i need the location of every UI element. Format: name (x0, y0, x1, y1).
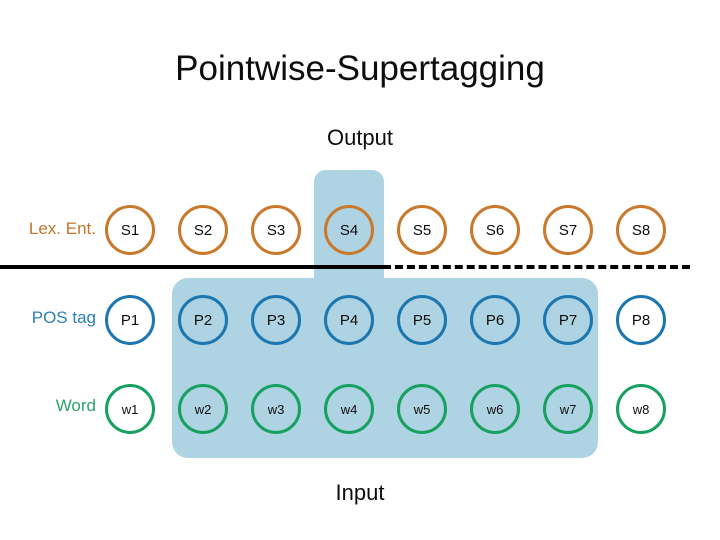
node-label: w7 (559, 401, 577, 417)
node-w7[interactable]: w7 (543, 384, 593, 434)
node-label: S2 (193, 221, 213, 239)
node-label: S1 (120, 221, 140, 239)
node-s2[interactable]: S2 (178, 205, 228, 255)
output-label: Output (326, 125, 394, 150)
input-label: Input (335, 480, 385, 505)
node-label: S7 (558, 221, 578, 239)
row-label-pos-tag: POS tag (31, 308, 96, 327)
node-label: w3 (267, 401, 285, 417)
divider-line-dashed (383, 265, 690, 269)
node-p3[interactable]: P3 (251, 295, 301, 345)
node-label: w6 (486, 401, 504, 417)
node-w2[interactable]: w2 (178, 384, 228, 434)
node-label: w2 (194, 401, 212, 417)
node-w1[interactable]: w1 (105, 384, 155, 434)
row-label-word: Word (55, 396, 96, 415)
node-label: P3 (266, 311, 286, 329)
node-label: w8 (632, 401, 650, 417)
input-context-highlight (172, 278, 598, 458)
node-label: S8 (631, 221, 651, 239)
node-p1[interactable]: P1 (105, 295, 155, 345)
node-label: P2 (193, 311, 213, 329)
node-label: P7 (558, 311, 578, 329)
node-label: S5 (412, 221, 432, 239)
node-label: w4 (340, 401, 358, 417)
node-s6[interactable]: S6 (470, 205, 520, 255)
node-label: P4 (339, 311, 359, 329)
node-p5[interactable]: P5 (397, 295, 447, 345)
node-p2[interactable]: P2 (178, 295, 228, 345)
node-s8[interactable]: S8 (616, 205, 666, 255)
node-w6[interactable]: w6 (470, 384, 520, 434)
node-s4[interactable]: S4 (324, 205, 374, 255)
node-p6[interactable]: P6 (470, 295, 520, 345)
node-label: w1 (121, 401, 139, 417)
node-label: S3 (266, 221, 286, 239)
node-label: P8 (631, 311, 651, 329)
node-p4[interactable]: P4 (324, 295, 374, 345)
node-s5[interactable]: S5 (397, 205, 447, 255)
node-p8[interactable]: P8 (616, 295, 666, 345)
node-p7[interactable]: P7 (543, 295, 593, 345)
row-label-lex-ent: Lex. Ent. (28, 219, 96, 238)
node-label: P5 (412, 311, 432, 329)
page-title: Pointwise-Supertagging (175, 49, 545, 88)
node-label: S4 (339, 221, 359, 239)
node-label: w5 (413, 401, 431, 417)
node-label: P6 (485, 311, 505, 329)
node-w8[interactable]: w8 (616, 384, 666, 434)
node-label: S6 (485, 221, 505, 239)
node-s3[interactable]: S3 (251, 205, 301, 255)
node-w3[interactable]: w3 (251, 384, 301, 434)
node-label: P1 (120, 311, 140, 329)
node-s7[interactable]: S7 (543, 205, 593, 255)
node-w5[interactable]: w5 (397, 384, 447, 434)
node-s1[interactable]: S1 (105, 205, 155, 255)
divider-line-solid (0, 265, 383, 269)
node-w4[interactable]: w4 (324, 384, 374, 434)
